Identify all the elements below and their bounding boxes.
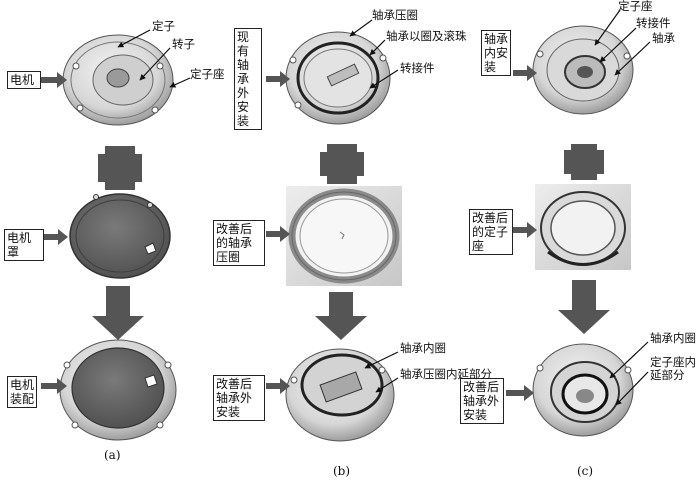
callout-inner-ring-c: 轴承内圈	[650, 331, 696, 345]
callout-rotor: 转子	[172, 37, 195, 51]
label-box-improved-press-ring: 改善后的轴承压圈	[213, 220, 265, 266]
improved-press-ring-illustration	[286, 186, 402, 286]
small-arrows	[41, 65, 537, 401]
plus-sign-b	[320, 144, 364, 184]
label-box-motor: 电机	[7, 71, 41, 89]
callout-press-ring-extension: 轴承压圈内延部分	[400, 367, 492, 381]
leader-lines	[117, 9, 651, 406]
motor-assembly-illustration	[59, 339, 177, 441]
improved-bearing-install-illustration	[285, 348, 395, 442]
down-arrow-b	[315, 292, 367, 340]
existing-bearing-illustration	[285, 31, 391, 125]
caption-a: (a)	[104, 448, 121, 462]
improved-stator-seat-illustration	[535, 184, 631, 270]
label-box-existing-bearing-install: 现有轴承外安装	[234, 28, 262, 130]
plus-sign-c	[564, 144, 604, 180]
label-box-improved-inner-install: 改善后轴承外安装	[460, 378, 504, 424]
label-box-motor-cover: 电机罩	[4, 229, 44, 261]
callout-adapter-c: 转接件	[636, 16, 671, 30]
callout-bearing-ring-balls: 轴承以圈及滚珠	[386, 29, 467, 43]
callout-stator-seat-extension: 定子座内延部分	[650, 355, 696, 382]
improved-inner-install-illustration	[532, 343, 634, 437]
down-arrow-a	[92, 286, 144, 340]
label-box-inner-bearing-install: 轴承内安装	[481, 30, 511, 76]
motor-illustration	[62, 34, 174, 126]
plus-sign-a	[98, 146, 142, 190]
motor-cover-illustration	[69, 193, 171, 279]
caption-b: (b)	[333, 464, 351, 478]
callout-inner-ring-b: 轴承内圈	[400, 341, 446, 355]
callout-bearing: 轴承	[652, 31, 675, 45]
callout-adapter-b: 转接件	[400, 61, 435, 75]
callout-stator-seat-c: 定子座	[618, 0, 653, 13]
caption-c: (c)	[577, 464, 594, 478]
down-arrow-c	[558, 280, 610, 334]
callout-stator-seat-a: 定子座	[190, 67, 225, 81]
inner-bearing-illustration	[532, 25, 634, 115]
callout-stator: 定子	[152, 19, 175, 33]
label-box-improved-stator-seat: 改善后的定子座	[469, 209, 513, 255]
label-box-improved-bearing-install: 改善后轴承外安装	[213, 375, 265, 421]
label-box-motor-assembly: 电机装配	[7, 376, 37, 408]
callout-press-ring: 轴承压圈	[372, 8, 418, 22]
